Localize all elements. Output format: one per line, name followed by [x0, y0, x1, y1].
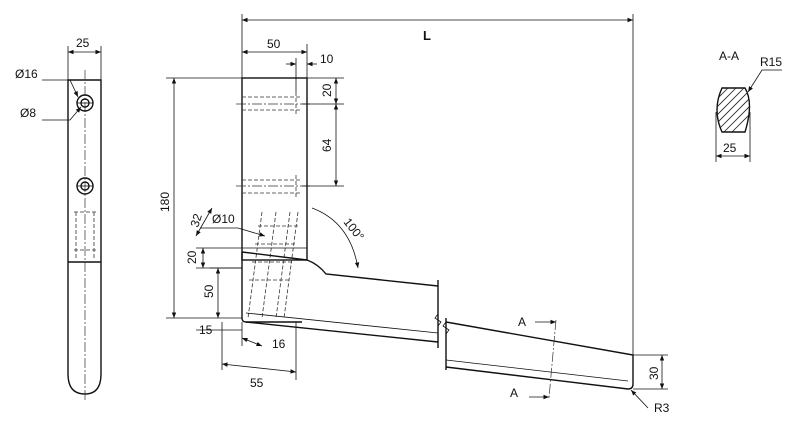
arm-tip [445, 321, 634, 390]
dim-diameter-10: Ø10 [212, 212, 235, 226]
tilted-hidden-hole [247, 211, 300, 319]
main-view: A A L 50 10 20 64 180 Ø10 3 [158, 14, 670, 415]
tapered-arm-upper [306, 259, 439, 287]
section-outline [716, 87, 751, 133]
section-a-a: A-A R15 25 [715, 49, 782, 162]
section-cut-line [548, 319, 557, 399]
dim-tip-height: 30 [647, 366, 661, 380]
section-width: 25 [723, 141, 737, 155]
tapered-arm-bottom [245, 321, 439, 343]
section-hatching [717, 88, 750, 132]
dim-diameter-16: Ø16 [15, 67, 38, 81]
side-view: 25 Ø16 Ø8 [15, 36, 102, 400]
side-view-outline [67, 79, 102, 395]
dim-15: 15 [199, 323, 213, 337]
dim-20: 20 [185, 250, 199, 264]
dim-side-width: 25 [76, 36, 90, 50]
dim-16: 16 [272, 337, 286, 351]
dim-arm-width: 50 [267, 37, 281, 51]
dim-hole-spacing-20: 20 [320, 83, 334, 97]
dim-55: 55 [250, 376, 264, 390]
dim-angle: 100° [341, 215, 367, 243]
vertical-plate [241, 77, 308, 261]
dim-height-180: 180 [158, 192, 172, 212]
side-hidden-hole [74, 211, 96, 258]
section-title: A-A [719, 49, 739, 63]
cut-label-bottom: A [510, 386, 518, 400]
dim-32: 32 [188, 212, 206, 229]
dim-hole-spacing-64: 64 [320, 138, 334, 152]
section-radius: R15 [760, 55, 782, 69]
cut-label-top: A [518, 315, 526, 329]
dim-50-vertical: 50 [202, 284, 216, 298]
arm-block [241, 252, 302, 323]
dim-diameter-8: Ø8 [20, 106, 36, 120]
dim-tip-radius: R3 [654, 401, 670, 415]
dim-length: L [423, 28, 431, 43]
plate-hidden-holes [236, 92, 312, 198]
dim-offset-10: 10 [320, 52, 334, 66]
